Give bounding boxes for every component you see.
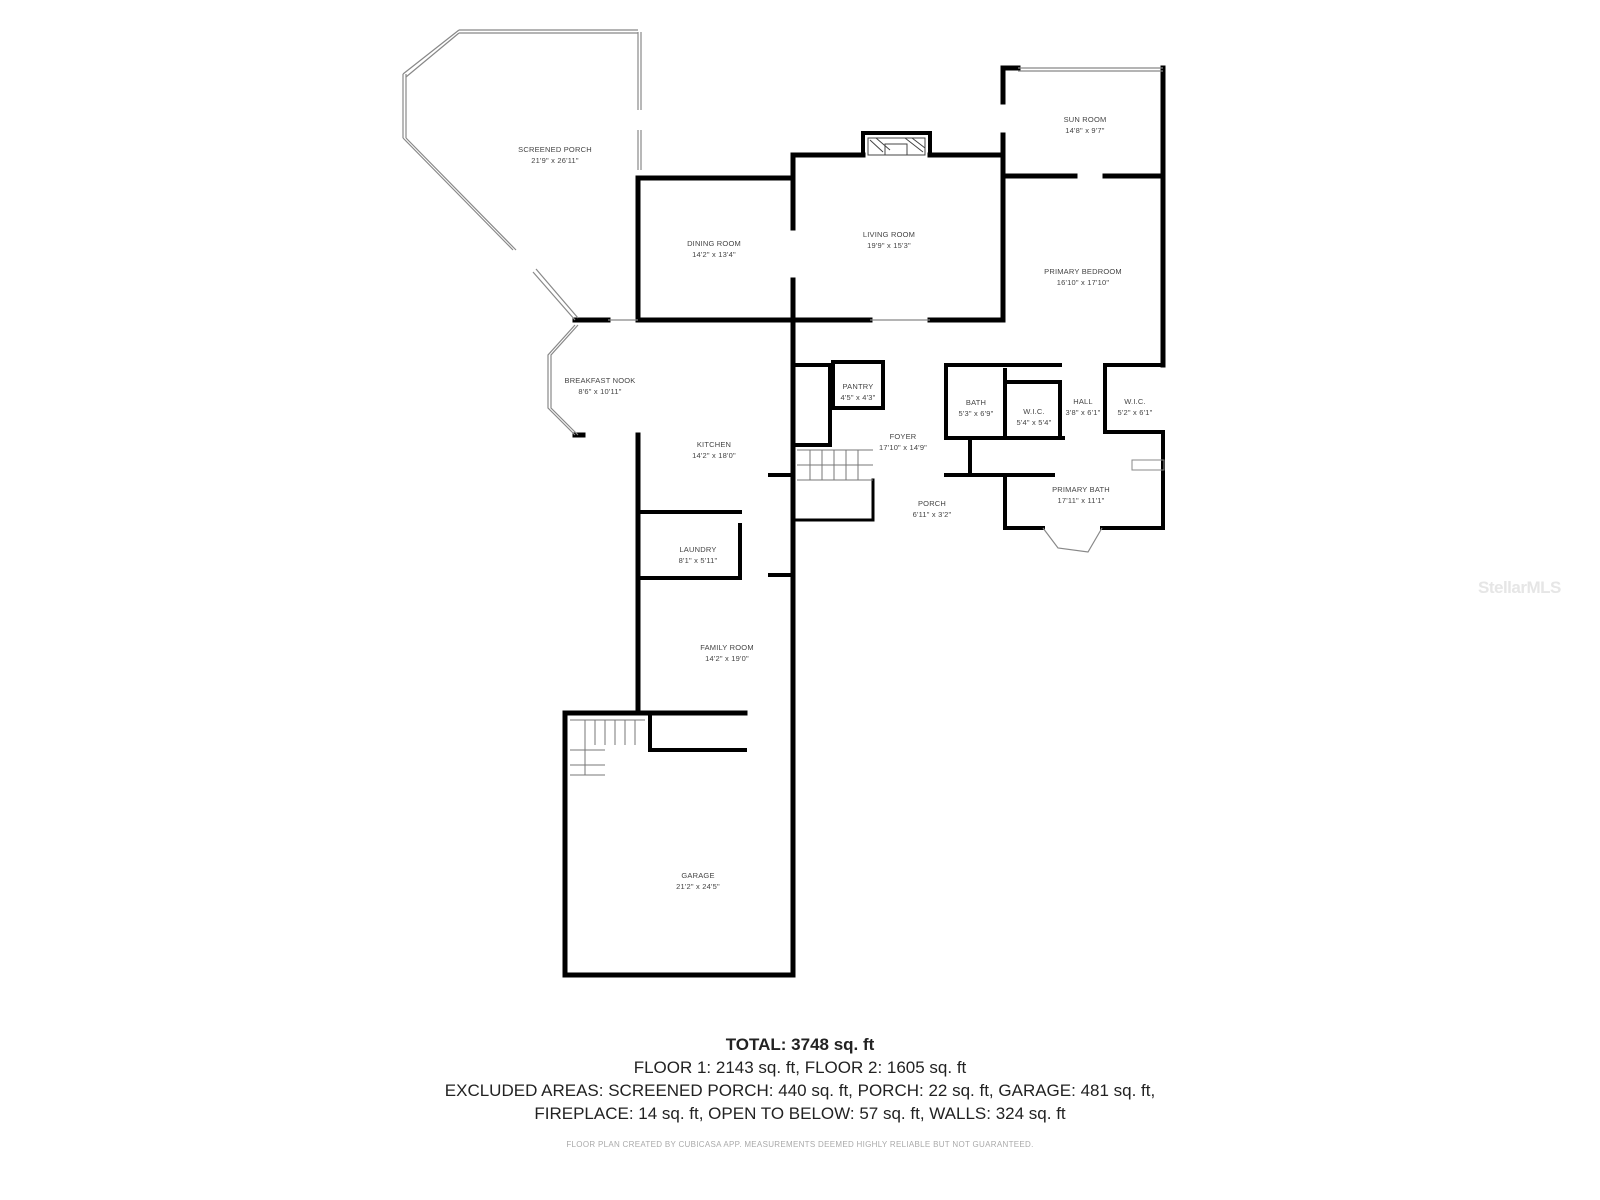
- room-dimensions: 6'11" x 3'2": [912, 510, 952, 519]
- room-dimensions: 14'2" x 19'0": [705, 654, 749, 663]
- room-name: FOYER: [889, 432, 917, 441]
- room-dimensions: 21'9" x 26'11": [531, 156, 579, 165]
- room-name: BREAKFAST NOOK: [564, 376, 636, 385]
- room-laundry: LAUNDRY 8'1" x 5'11": [679, 544, 718, 566]
- room-name: GARAGE: [681, 871, 715, 880]
- room-family-room: FAMILY ROOM 14'2" x 19'0": [700, 642, 754, 664]
- disclaimer: FLOOR PLAN CREATED BY CUBICASA APP. MEAS…: [566, 1140, 1034, 1149]
- room-name: SCREENED PORCH: [518, 145, 592, 154]
- room-dimensions: 14'2" x 13'4": [692, 250, 736, 259]
- excluded-areas-line-2: FIREPLACE: 14 sq. ft, OPEN TO BELOW: 57 …: [534, 1104, 1066, 1123]
- room-bath: BATH 5'3" x 6'9": [959, 397, 994, 419]
- room-dining-room: DINING ROOM 14'2" x 13'4": [687, 238, 741, 260]
- room-dimensions: 4'5" x 4'3": [840, 393, 876, 402]
- room-dimensions: 21'2" x 24'5": [676, 882, 720, 891]
- room-kitchen: KITCHEN 14'2" x 18'0": [692, 439, 736, 461]
- room-name: PRIMARY BEDROOM: [1044, 267, 1122, 276]
- room-name: LAUNDRY: [679, 545, 717, 554]
- room-name: BATH: [965, 398, 987, 407]
- room-dimensions: 5'2" x 6'1": [1117, 408, 1153, 417]
- room-screened-porch: SCREENED PORCH 21'9" x 26'11": [518, 144, 592, 166]
- room-dimensions: 14'8" x 9'7": [1065, 126, 1105, 135]
- room-dimensions: 8'6" x 10'11": [578, 387, 622, 396]
- room-name: PANTRY: [842, 382, 874, 391]
- room-name: DINING ROOM: [687, 239, 741, 248]
- room-name: FAMILY ROOM: [700, 643, 754, 652]
- room-dimensions: 14'2" x 18'0": [692, 451, 736, 460]
- room-name: LIVING ROOM: [862, 230, 916, 239]
- room-foyer: FOYER 17'10" x 14'9": [879, 431, 927, 453]
- room-dimensions: 19'9" x 15'3": [867, 241, 911, 250]
- excluded-areas-line-1: EXCLUDED AREAS: SCREENED PORCH: 440 sq. …: [444, 1081, 1156, 1100]
- stellar-mls-watermark: StellarMLS: [1478, 578, 1561, 597]
- room-wic-1: W.I.C. 5'4" x 5'4": [1017, 406, 1052, 428]
- room-dimensions: 5'3" x 6'9": [958, 409, 994, 418]
- room-hall: HALL 3'8" x 6'1": [1066, 396, 1101, 418]
- room-pantry: PANTRY 4'5" x 4'3": [841, 381, 876, 403]
- room-name: W.I.C.: [1023, 407, 1045, 416]
- room-living-room: LIVING ROOM 19'9" x 15'3": [863, 229, 915, 251]
- room-name: KITCHEN: [696, 440, 732, 449]
- room-sun-room: SUN ROOM 14'8" x 9'7": [1064, 114, 1107, 136]
- room-dimensions: 16'10" x 17'10": [1056, 278, 1110, 287]
- room-dimensions: 5'4" x 5'4": [1016, 418, 1052, 427]
- room-dimensions: 17'11" x 11'1": [1057, 496, 1105, 505]
- total-area: TOTAL: 3748 sq. ft: [725, 1035, 875, 1054]
- room-primary-bath: PRIMARY BATH 17'11" x 11'1": [1052, 484, 1110, 506]
- room-dimensions: 17'10" x 14'9": [878, 443, 928, 452]
- room-dimensions: 8'1" x 5'11": [678, 556, 718, 565]
- room-garage: GARAGE 21'2" x 24'5": [676, 870, 720, 892]
- room-name: SUN ROOM: [1063, 115, 1107, 124]
- floor-areas: FLOOR 1: 2143 sq. ft, FLOOR 2: 1605 sq. …: [633, 1058, 967, 1077]
- room-name: PRIMARY BATH: [1052, 485, 1110, 494]
- room-name: HALL: [1073, 397, 1093, 406]
- room-name: PORCH: [917, 499, 947, 508]
- room-dimensions: 3'8" x 6'1": [1065, 408, 1101, 417]
- room-breakfast-nook: BREAKFAST NOOK 8'6" x 10'11": [564, 375, 635, 397]
- room-primary-bedroom: PRIMARY BEDROOM 16'10" x 17'10": [1044, 266, 1122, 288]
- room-porch: PORCH 6'11" x 3'2": [913, 498, 952, 520]
- room-name: W.I.C.: [1124, 397, 1146, 406]
- room-wic-2: W.I.C. 5'2" x 6'1": [1118, 396, 1153, 418]
